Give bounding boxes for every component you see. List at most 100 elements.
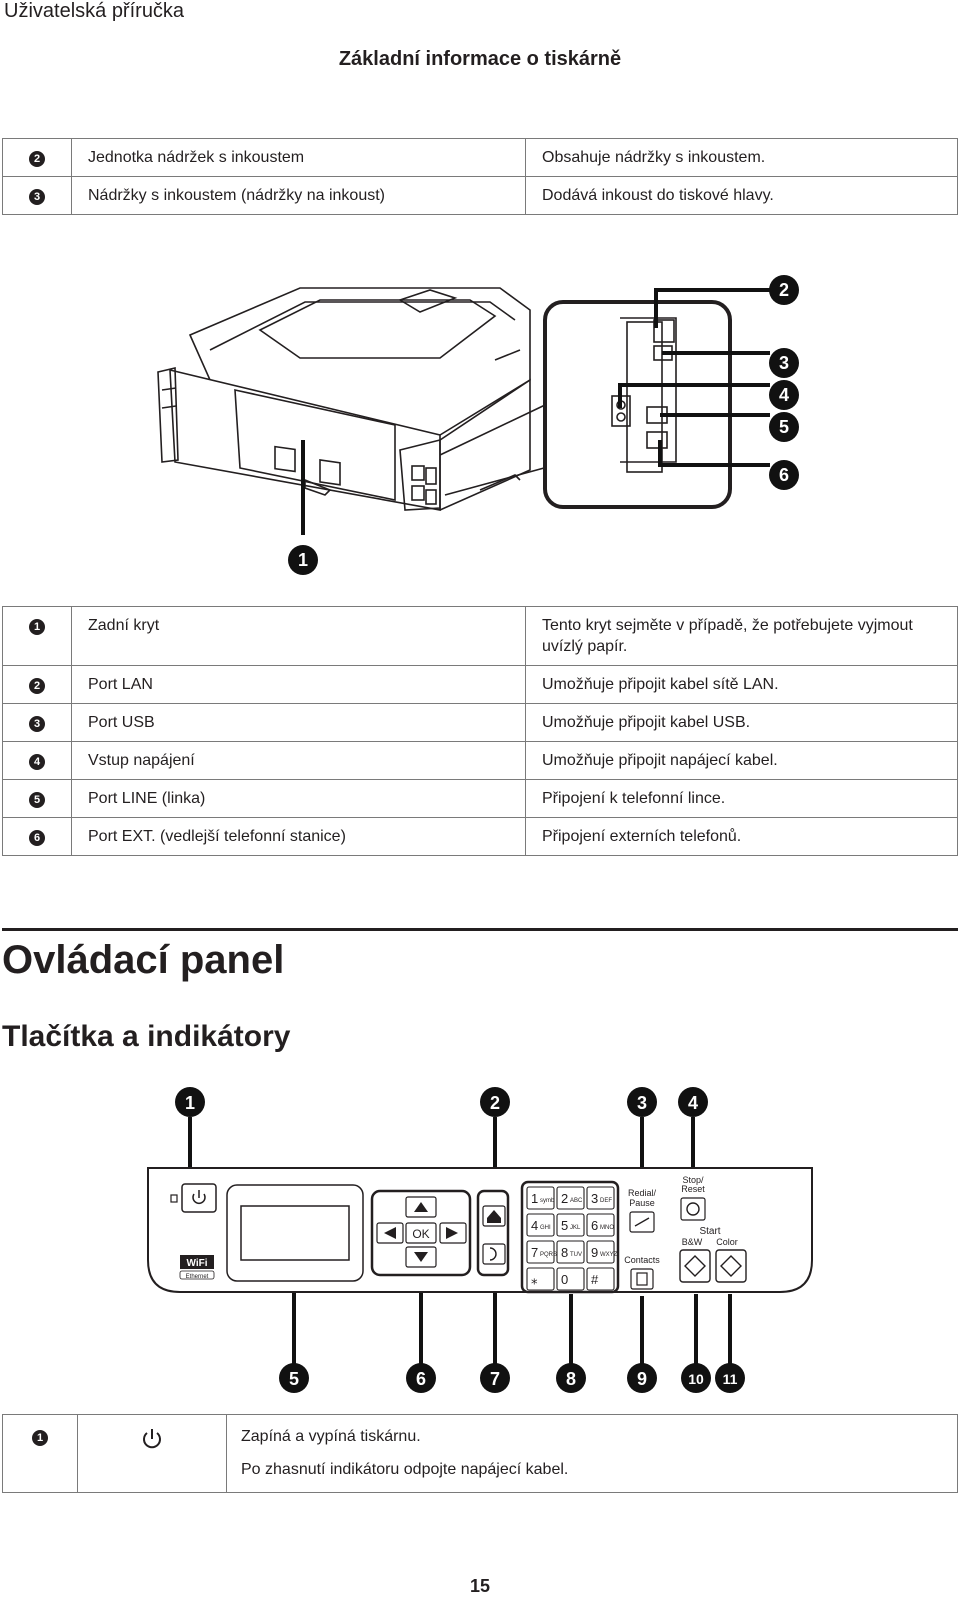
stop-label: Stop/ — [682, 1175, 704, 1185]
item-description: Umožňuje připojit kabel sítě LAN. — [525, 665, 958, 704]
callout-label: 2 — [490, 1093, 500, 1113]
item-description: Umožňuje připojit kabel USB. — [525, 703, 958, 742]
row-number-badge: 2 — [29, 678, 45, 694]
callout-badge: 1 — [288, 545, 318, 575]
power-icon — [143, 1429, 161, 1449]
keypad-key — [526, 1267, 555, 1291]
table-row: 3 Nádržky s inkoustem (nádržky na inkous… — [2, 176, 958, 215]
item-name: Port LINE (linka) — [71, 779, 526, 818]
pause-label: Pause — [629, 1198, 655, 1208]
callout-badge: 2 — [769, 275, 799, 305]
table-row: 3 Port USB Umožňuje připojit kabel USB. — [2, 703, 958, 742]
item-description: Dodává inkoust do tiskové hlavy. — [525, 176, 958, 215]
row-number-badge: 1 — [32, 1430, 48, 1446]
table-row: 6 Port EXT. (vedlejší telefonní stanice)… — [2, 817, 958, 856]
reset-label: Reset — [681, 1184, 705, 1194]
keypad-key — [586, 1240, 615, 1264]
callout-label: 4 — [688, 1093, 698, 1113]
item-description: Umožňuje připojit napájecí kabel. — [525, 741, 958, 780]
callout-badge: 5 — [769, 412, 799, 442]
keypad-key — [526, 1213, 555, 1237]
keypad-key — [586, 1267, 615, 1291]
section-title: Základní informace o tiskárně — [338, 48, 622, 70]
keypad-letters: ABC — [570, 1198, 583, 1204]
keypad-letters: JKL — [570, 1225, 581, 1231]
keypad-key — [526, 1240, 555, 1264]
keypad-letters: GHI — [540, 1225, 551, 1231]
ink-table: 2 Jednotka nádržek s inkoustem Obsahuje … — [2, 138, 958, 215]
keypad-digit: 8 — [561, 1245, 568, 1260]
keypad-key — [586, 1186, 615, 1210]
item-description: Obsahuje nádržky s inkoustem. — [525, 138, 958, 177]
callout-label: 6 — [416, 1369, 426, 1389]
row-number-badge: 5 — [29, 792, 45, 808]
keypad-letters: PQRS — [540, 1252, 557, 1258]
power-icon — [192, 1190, 206, 1204]
document-title: Uživatelská příručka — [4, 0, 185, 22]
callout-badge: 6 — [769, 460, 799, 490]
table-row: 4 Vstup napájení Umožňuje připojit napáj… — [2, 741, 958, 780]
keypad-letters: WXYZ — [600, 1252, 618, 1258]
item-name: Zadní kryt — [71, 606, 526, 666]
rear-ports-table: 1 Zadní kryt Tento kryt sejměte v případ… — [2, 606, 958, 856]
keypad-letters: symb — [540, 1198, 555, 1204]
keypad-digit: 3 — [591, 1191, 598, 1206]
item-name: Port EXT. (vedlejší telefonní stanice) — [71, 817, 526, 856]
row-number-badge: 3 — [29, 189, 45, 205]
row-number-badge: 6 — [29, 830, 45, 846]
item-name: Port LAN — [71, 665, 526, 704]
row-number-badge: 3 — [29, 716, 45, 732]
callout-badge: 4 — [769, 380, 799, 410]
item-name: Vstup napájení — [71, 741, 526, 780]
color-label: Color — [716, 1237, 738, 1247]
item-name: Jednotka nádržek s inkoustem — [71, 138, 526, 177]
keypad-digit: # — [591, 1272, 599, 1287]
keypad-letters: DEF — [600, 1198, 612, 1204]
keypad-letters: TUV — [570, 1252, 582, 1258]
callout-label: 3 — [637, 1093, 647, 1113]
item-description: Připojení externích telefonů. — [525, 817, 958, 856]
bw-label: B&W — [682, 1237, 703, 1247]
item-name: Port USB — [71, 703, 526, 742]
callout-badge: 3 — [769, 348, 799, 378]
description-line: Po zhasnutí indikátoru odpojte napájecí … — [241, 1461, 569, 1478]
callout-label: 11 — [723, 1371, 738, 1387]
item-name: Nádržky s inkoustem (nádržky na inkoust) — [71, 176, 526, 215]
keypad-digit: 2 — [561, 1191, 568, 1206]
redial-label: Redial/ — [628, 1188, 657, 1198]
keypad-key — [526, 1186, 555, 1210]
page-number: 15 — [469, 1576, 491, 1596]
callout-label: 9 — [637, 1369, 647, 1389]
keypad-digit: 4 — [531, 1218, 538, 1233]
power-icon-cell — [77, 1414, 227, 1493]
ethernet-label: Ethernet — [186, 1274, 209, 1280]
keypad-key — [556, 1213, 585, 1237]
panel-buttons-table: 1 Zapíná a vypíná tiskárnu. Po zhasnutí … — [2, 1414, 958, 1493]
section-heading: Ovládací panel — [2, 938, 285, 982]
wifi-label: WiFi — [186, 1258, 207, 1269]
keypad-digit: 1 — [531, 1191, 538, 1206]
keypad-digit: 7 — [531, 1245, 538, 1260]
keypad-key — [586, 1213, 615, 1237]
row-number-badge: 2 — [29, 151, 45, 167]
keypad-digit: 9 — [591, 1245, 598, 1260]
keypad-key — [556, 1240, 585, 1264]
ok-label: OK — [412, 1227, 429, 1241]
keypad-digit: ⁎ — [531, 1272, 538, 1287]
keypad-digit: 6 — [591, 1218, 598, 1233]
keypad-frame — [520, 1180, 620, 1294]
table-row: 1 Zadní kryt Tento kryt sejměte v případ… — [2, 606, 958, 666]
row-number-badge: 1 — [29, 619, 45, 635]
keypad-key — [556, 1186, 585, 1210]
callout-label: 5 — [289, 1369, 299, 1389]
keypad-digit: 5 — [561, 1218, 568, 1233]
keypad-letters: MNO — [600, 1225, 614, 1231]
section-divider — [2, 928, 958, 931]
callout-label: 1 — [185, 1093, 195, 1113]
callout-label: 8 — [566, 1369, 576, 1389]
callout-label: 7 — [490, 1369, 500, 1389]
table-row: 2 Jednotka nádržek s inkoustem Obsahuje … — [2, 138, 958, 177]
callout-label: 10 — [688, 1371, 704, 1387]
table-row: 1 Zapíná a vypíná tiskárnu. Po zhasnutí … — [3, 1414, 958, 1493]
top-callouts: 1 2 3 4 — [175, 1087, 708, 1117]
